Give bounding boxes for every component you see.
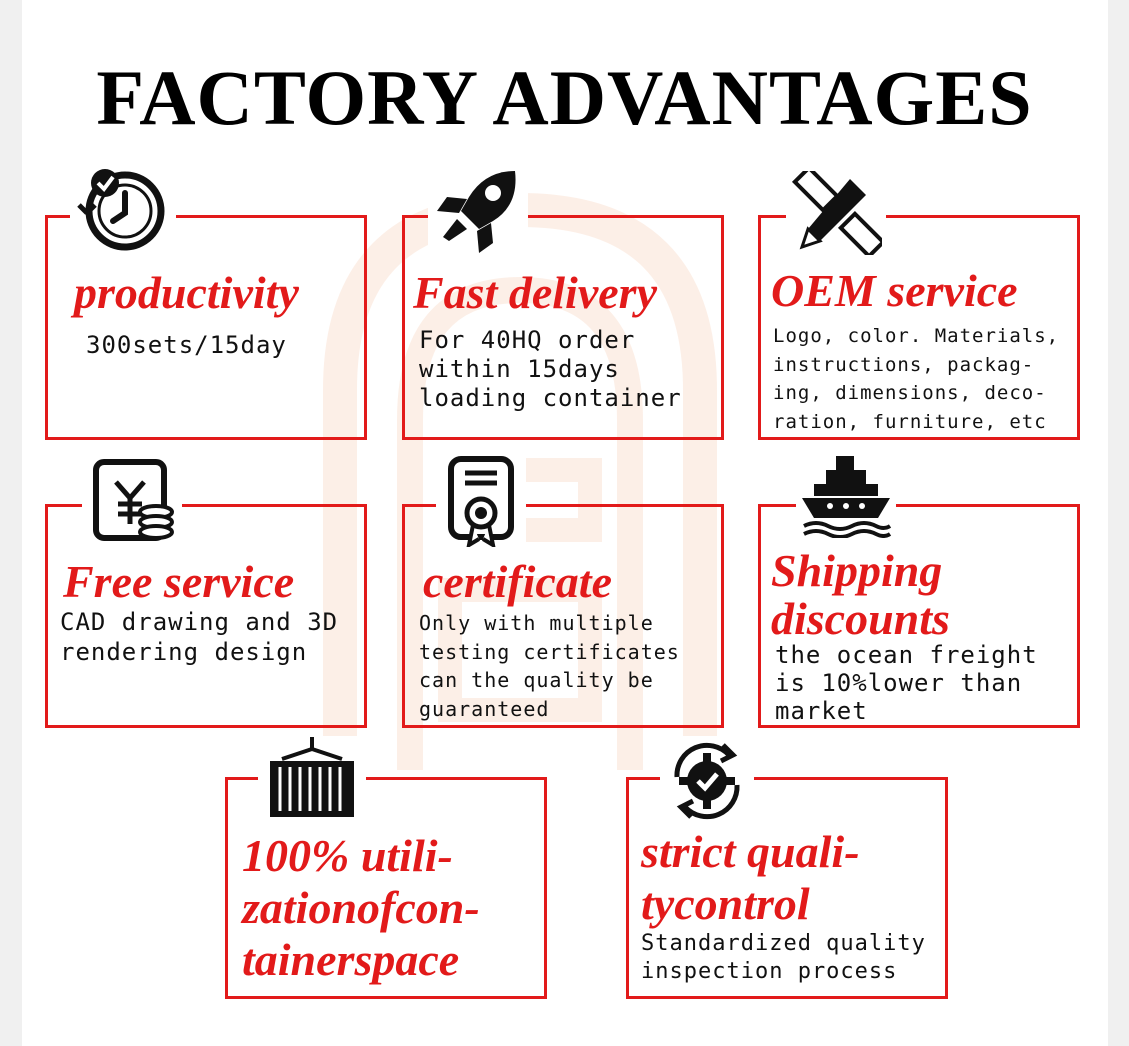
card-heading: Free service: [63, 556, 295, 607]
card-free-service: Free service CAD drawing and 3D renderin…: [45, 504, 367, 728]
page-background: [22, 0, 1108, 1046]
yen-coins-icon: [82, 456, 182, 546]
card-oem-service: OEM service Logo, color. Materials, inst…: [758, 215, 1080, 440]
card-quality-control: strict quali- tycontrol Standardized qua…: [626, 777, 948, 999]
card-heading: certificate: [423, 556, 613, 607]
clock-check-icon: [70, 163, 176, 255]
container-icon: [258, 736, 366, 820]
card-description: Only with multiple testing certificates …: [419, 611, 680, 721]
card-description: 300sets/15day: [86, 331, 287, 359]
pencil-ruler-icon: [786, 170, 886, 256]
card-productivity: productivity 300sets/15day: [45, 215, 367, 440]
card-description: Logo, color. Materials, instructions, pa…: [773, 325, 1060, 433]
gear-check-icon: [660, 736, 754, 826]
card-heading: OEM service: [771, 265, 1018, 316]
card-heading: strict quali- tycontrol: [641, 826, 860, 929]
page-title: FACTORY ADVANTAGES: [96, 54, 1033, 141]
card-heading: 100% utili- zationofcon- tainerspace: [242, 830, 480, 985]
card-shipping-discounts: Shipping discounts the ocean freight is …: [758, 504, 1080, 728]
card-heading: productivity: [74, 267, 299, 318]
card-description: CAD drawing and 3D rendering design: [60, 608, 339, 666]
card-description: the ocean freight is 10%lower than marke…: [775, 641, 1038, 725]
card-heading: Shipping discounts: [771, 545, 950, 644]
card-certificate: certificate Only with multiple testing c…: [402, 504, 724, 728]
ship-icon: [796, 450, 896, 540]
certificate-icon: [436, 454, 526, 548]
card-heading: Fast delivery: [413, 267, 657, 318]
card-container-utilization: 100% utili- zationofcon- tainerspace: [225, 777, 547, 999]
card-fast-delivery: Fast delivery For 40HQ order within 15da…: [402, 215, 724, 440]
card-description: For 40HQ order within 15days loading con…: [419, 326, 682, 412]
rocket-icon: [428, 165, 528, 255]
card-description: Standardized quality inspection process: [641, 931, 926, 984]
